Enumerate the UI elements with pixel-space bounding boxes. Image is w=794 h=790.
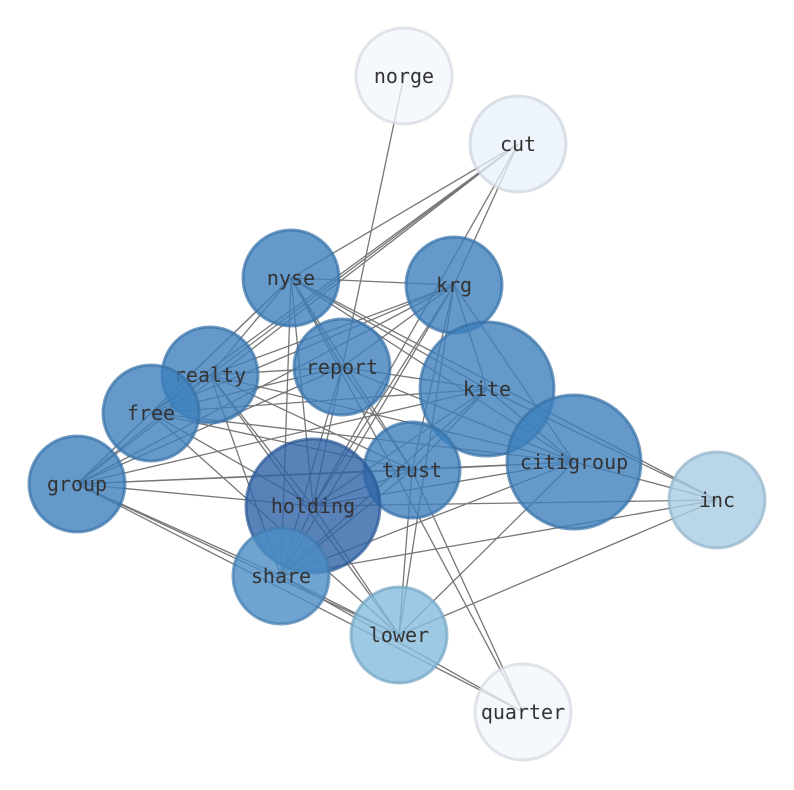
node-circle-inc [667, 450, 767, 550]
edge-inc-share [280, 499, 718, 577]
node-report: report [292, 317, 392, 417]
node-lower: lower [349, 585, 449, 685]
node-circle-cut [468, 94, 568, 194]
node-label-inc: inc [699, 488, 735, 512]
edge-kite-group [76, 388, 488, 485]
edge-inc-lower [398, 499, 718, 636]
node-label-lower: lower [369, 623, 429, 647]
node-free: free [101, 363, 201, 463]
edge-norge-holding [312, 75, 405, 507]
node-label-krg: krg [436, 273, 472, 297]
node-label-quarter: quarter [481, 700, 565, 724]
node-inc: inc [667, 450, 767, 550]
node-label-holding: holding [271, 494, 355, 518]
node-label-share: share [251, 564, 311, 588]
node-krg: krg [404, 235, 504, 335]
node-norge: norge [354, 26, 454, 126]
node-citigroup: citigroup [505, 393, 643, 531]
node-group: group [27, 434, 127, 534]
node-nyse: nyse [241, 228, 341, 328]
edge-cut-realty [209, 143, 519, 376]
node-label-citigroup: citigroup [520, 450, 628, 474]
node-quarter: quarter [473, 662, 573, 762]
edge-cut-holding [312, 143, 519, 507]
node-circle-norge [354, 26, 454, 126]
node-label-nyse: nyse [267, 266, 315, 290]
node-label-report: report [306, 355, 378, 379]
node-label-free: free [127, 401, 175, 425]
node-label-group: group [47, 472, 107, 496]
node-circle-quarter [473, 662, 573, 762]
node-circle-report [292, 317, 392, 417]
node-circle-nyse [241, 228, 341, 328]
node-label-norge: norge [374, 64, 434, 88]
node-trust: trust [362, 420, 462, 520]
node-circle-citigroup [505, 393, 643, 531]
node-label-cut: cut [500, 132, 536, 156]
node-share: share [231, 526, 331, 626]
node-cut: cut [468, 94, 568, 194]
node-label-trust: trust [382, 458, 442, 482]
node-circle-free [101, 363, 201, 463]
node-circle-group [27, 434, 127, 534]
node-circle-share [231, 526, 331, 626]
node-label-kite: kite [463, 377, 511, 401]
node-circle-lower [349, 585, 449, 685]
